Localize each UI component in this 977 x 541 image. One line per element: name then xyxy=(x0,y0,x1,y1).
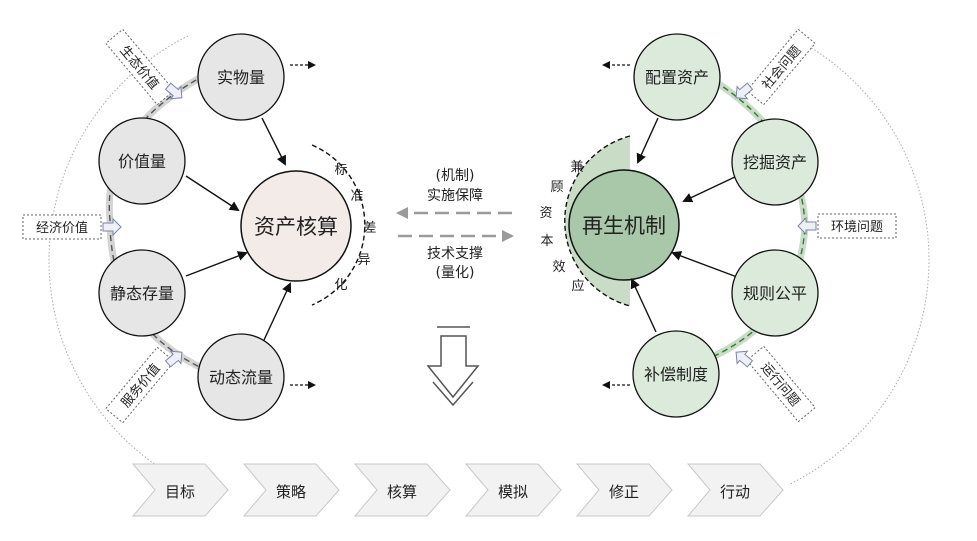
step-label: 修正 xyxy=(609,483,639,501)
label-environment-issues-text: 环境问题 xyxy=(831,220,883,235)
implementation-guarantee-label: 实施保障 xyxy=(427,188,483,204)
label-economic-value-text: 经济价值 xyxy=(36,220,88,236)
node-static-stock-label: 静态存量 xyxy=(110,284,174,303)
right-arc-char: 兼 xyxy=(570,160,583,175)
step-chevron xyxy=(686,463,784,517)
left-arc-char: 准 xyxy=(350,189,363,204)
right-inner-arc-dash xyxy=(679,61,806,371)
step-label: 目标 xyxy=(165,483,195,501)
hollow-arrow-icon xyxy=(102,217,122,237)
node-rule-fairness-label: 规则公平 xyxy=(743,284,807,303)
right-arc-char: 效 xyxy=(552,260,565,275)
regeneration-mechanism-circle xyxy=(568,169,680,281)
regeneration-mechanism-label: 再生机制 xyxy=(582,214,666,238)
left-arc-char: 差 xyxy=(363,221,376,236)
mechanism-label: (机制) xyxy=(436,168,475,184)
left-inner-arc-dash xyxy=(108,61,233,381)
arrow-allocate-to-center xyxy=(636,117,659,164)
hollow-arrow-icon xyxy=(735,82,754,100)
hollow-arrow-icon xyxy=(164,350,183,368)
node-rule-fairness xyxy=(731,249,819,337)
label-service-value: 服务价值 xyxy=(105,346,175,424)
step-label: 策略 xyxy=(276,483,306,501)
arrow-physical-to-center xyxy=(261,117,286,166)
node-allocate-assets xyxy=(633,33,721,121)
node-compensation-system-label: 补偿制度 xyxy=(644,365,708,384)
arrow-stock-to-center xyxy=(185,251,248,277)
down-arrow-icon xyxy=(426,326,480,407)
right-outer-dotted-arc xyxy=(789,35,930,485)
arrow-compensation-to-center xyxy=(630,278,657,333)
node-value-quantity-label: 价值量 xyxy=(118,152,166,171)
node-physical-quantity xyxy=(197,33,285,121)
step-chevron xyxy=(131,463,229,517)
left-outer-dotted-arc xyxy=(48,35,189,485)
node-mine-assets xyxy=(731,118,819,206)
step-label: 模拟 xyxy=(498,483,528,501)
node-allocate-assets-label: 配置资产 xyxy=(645,68,709,87)
label-social-issues: 社会问题 xyxy=(746,28,816,106)
label-ecological-value: 生态价值 xyxy=(105,28,175,106)
right-arc-char: 顾 xyxy=(550,180,563,195)
technical-support-label: 技术支撑 xyxy=(427,246,483,262)
process-steps: 目标 策略 核算 模拟 修正 行动 xyxy=(131,463,784,517)
step-chevron xyxy=(575,463,673,517)
left-standard-arc xyxy=(311,144,366,306)
left-arc-char: 化 xyxy=(334,278,347,293)
label-operation-issues: 运行问题 xyxy=(746,345,816,423)
hollow-arrow-icon xyxy=(164,82,183,100)
right-arc-char: 资 xyxy=(539,206,552,221)
label-economic-value: 经济价值 xyxy=(22,214,102,240)
node-dynamic-flow xyxy=(197,333,285,421)
arrow-mine-to-center xyxy=(682,175,738,203)
quantification-label: (量化) xyxy=(436,265,475,281)
hollow-arrow-icon xyxy=(735,350,754,368)
step-label: 行动 xyxy=(720,483,750,501)
step-label: 核算 xyxy=(387,483,417,501)
left-arc-char: 标 xyxy=(334,163,347,178)
asset-accounting-circle xyxy=(240,170,352,282)
step-chevron xyxy=(242,463,340,517)
right-arc-char: 应 xyxy=(571,278,584,294)
node-mine-assets-label: 挖掘资产 xyxy=(743,153,807,172)
left-arc-char: 异 xyxy=(357,253,370,268)
node-physical-quantity-label: 实物量 xyxy=(217,68,265,87)
arrow-value-to-center xyxy=(185,175,240,212)
node-static-stock xyxy=(98,249,186,337)
node-value-quantity xyxy=(98,117,186,205)
asset-accounting-label: 资产核算 xyxy=(254,215,338,239)
arrow-rules-to-center xyxy=(671,251,738,278)
hollow-arrow-icon xyxy=(797,216,817,236)
right-arc-char: 本 xyxy=(540,234,553,249)
arrow-flow-to-center xyxy=(263,282,292,341)
step-chevron xyxy=(353,463,451,517)
step-chevron xyxy=(464,463,562,517)
right-capital-arc-edge xyxy=(564,135,631,307)
node-compensation-system xyxy=(632,330,720,418)
node-dynamic-flow-label: 动态流量 xyxy=(209,368,273,387)
label-environment-issues: 环境问题 xyxy=(817,213,897,239)
